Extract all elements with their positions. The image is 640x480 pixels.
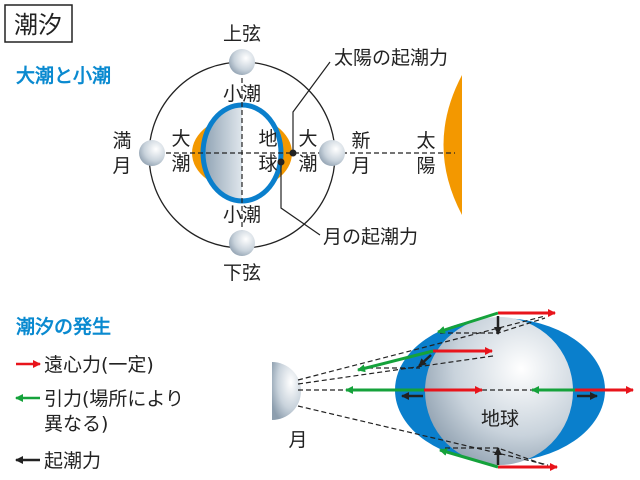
legend-tidal-force: 起潮力 bbox=[44, 450, 101, 472]
legend: 遠心力(一定) 引力(場所により 異なる) 起潮力 bbox=[15, 354, 184, 472]
title-box: 潮汐 bbox=[4, 4, 73, 43]
label-earth: 地球 bbox=[481, 408, 519, 430]
label-neap-bottom: 小潮 bbox=[223, 204, 261, 226]
label-moon: 月 bbox=[288, 429, 307, 451]
label-sun-tidal-force: 太陽の起潮力 bbox=[334, 47, 448, 69]
label-spring-left-1: 大 bbox=[171, 128, 190, 150]
tide-generation-diagram: 月 地球 bbox=[272, 309, 634, 471]
moon-force-callout bbox=[280, 162, 321, 236]
title: 潮汐 bbox=[14, 11, 62, 39]
label-last-quarter: 下弦 bbox=[223, 262, 261, 284]
legend-gravity-2: 異なる) bbox=[44, 413, 108, 435]
moon-first-quarter bbox=[229, 49, 255, 75]
label-neap-top: 小潮 bbox=[223, 83, 261, 105]
label-earth-2: 球 bbox=[258, 153, 277, 175]
moon-half bbox=[272, 362, 301, 420]
moon-last-quarter bbox=[229, 230, 255, 256]
legend-gravity: 引力(場所により bbox=[44, 388, 184, 410]
label-full-moon-2: 月 bbox=[112, 155, 131, 177]
label-full-moon-1: 満 bbox=[112, 130, 131, 152]
moon-new bbox=[319, 140, 345, 166]
label-first-quarter: 上弦 bbox=[223, 23, 261, 45]
legend-centrifugal: 遠心力(一定) bbox=[44, 354, 154, 376]
label-sun-2: 陽 bbox=[416, 155, 435, 177]
label-sun-1: 太 bbox=[416, 130, 435, 152]
section2-heading: 潮汐の発生 bbox=[16, 315, 111, 338]
label-new-moon-1: 新 bbox=[351, 130, 370, 152]
label-spring-right-2: 潮 bbox=[298, 153, 317, 175]
sun-force-callout bbox=[292, 61, 331, 153]
label-earth-1: 地 bbox=[258, 128, 277, 150]
sun-force-dot bbox=[289, 149, 297, 157]
moon-full bbox=[139, 140, 165, 166]
force-arrows bbox=[345, 309, 634, 471]
label-spring-right-1: 大 bbox=[298, 128, 317, 150]
earth-sphere bbox=[425, 317, 573, 465]
sun-shape bbox=[443, 75, 462, 215]
section1-heading: 大潮と小潮 bbox=[16, 64, 111, 87]
label-new-moon-2: 月 bbox=[351, 155, 370, 177]
moon-force-dot bbox=[277, 158, 285, 166]
label-spring-left-2: 潮 bbox=[171, 153, 190, 175]
label-moon-tidal-force: 月の起潮力 bbox=[323, 226, 418, 248]
orbit-diagram: 上弦 下弦 満 月 新 月 太 陽 小潮 小潮 大 潮 大 潮 地 球 太陽の起… bbox=[112, 23, 462, 284]
